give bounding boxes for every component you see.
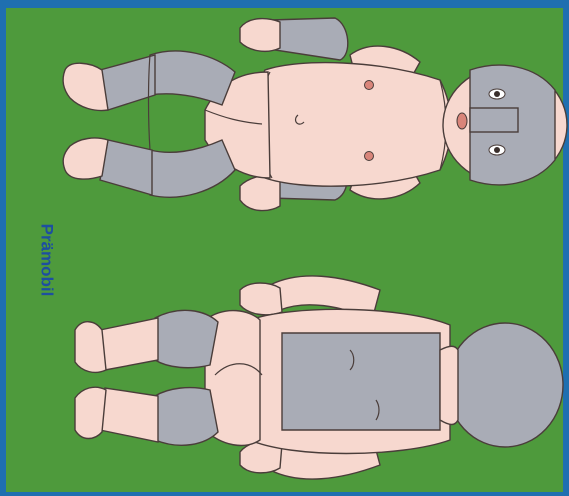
baby-back-view — [75, 276, 563, 479]
front-hand-top — [240, 19, 280, 52]
caption-text: Prämobil — [36, 224, 56, 297]
caption-label: Prämobil — [34, 210, 58, 310]
front-thigh-bandage-bottom — [150, 140, 235, 197]
front-thigh-bandage-top — [150, 51, 235, 105]
back-thigh-bandage-top — [155, 310, 218, 367]
nipple-bottom — [365, 152, 374, 161]
mouth — [457, 113, 467, 129]
back-torso-bandage — [282, 333, 440, 430]
back-shin-bottom — [100, 388, 158, 442]
front-forearm-bandage-top — [270, 18, 348, 60]
back-hand-top — [240, 283, 282, 315]
nose-bandage — [470, 108, 518, 132]
front-torso — [252, 63, 451, 187]
back-neck — [440, 346, 458, 424]
back-head — [447, 323, 563, 447]
front-foot-bottom — [63, 138, 108, 179]
front-shin-bandage-top — [100, 55, 155, 110]
back-foot-bottom — [75, 387, 106, 438]
nipple-top — [365, 81, 374, 90]
baby-front-view — [63, 18, 567, 211]
back-thigh-bandage-bottom — [155, 388, 218, 446]
back-foot-top — [75, 322, 106, 373]
front-shin-bandage-bottom — [100, 140, 152, 195]
front-foot-top — [63, 63, 108, 110]
back-shin-top — [100, 318, 158, 370]
